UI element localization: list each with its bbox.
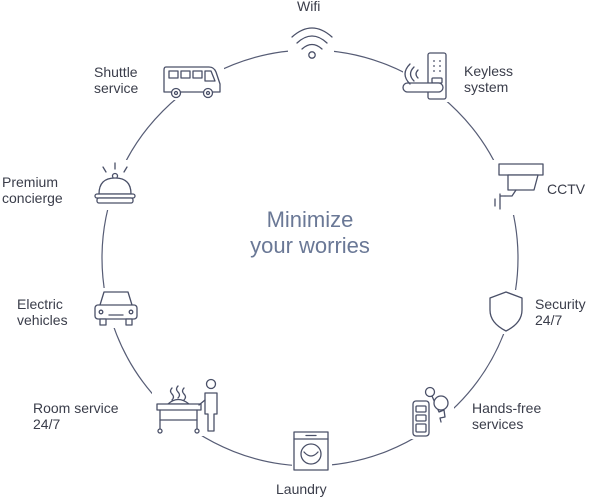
label-line1: Electric (17, 296, 63, 312)
label-line1: Security (535, 296, 586, 312)
keyless-lock-icon (402, 50, 457, 102)
label-line1: Shuttle (94, 64, 138, 80)
label-line2: system (464, 79, 509, 95)
center-title-line2: your worries (250, 233, 370, 258)
label-line1: Wifi (297, 0, 321, 14)
car-key-fob-icon (408, 385, 454, 439)
label-wifi: Wifi (297, 0, 320, 14)
center-title: Minimize your worries (200, 207, 420, 259)
concierge-bell-icon (92, 160, 138, 210)
label-line2: 24/7 (33, 416, 61, 432)
label-line1: Hands-free (472, 400, 542, 416)
wifi-icon (288, 24, 334, 62)
label-line2: 24/7 (535, 312, 563, 328)
label-line2: vehicles (17, 312, 68, 328)
label-line2: service (94, 80, 139, 96)
cctv-camera-icon (490, 160, 546, 215)
label-line1: Premium (2, 174, 59, 190)
shuttle-van-icon (160, 62, 224, 100)
label-room-service: Room service 24/7 (33, 400, 119, 432)
room-service-cart-icon (152, 378, 222, 436)
label-hands-free-services: Hands-free services (472, 400, 541, 432)
label-electric-vehicles: Electric vehicles (17, 296, 68, 328)
label-line2: services (472, 416, 524, 432)
label-security: Security 24/7 (535, 296, 586, 328)
label-line1: CCTV (547, 181, 586, 197)
electric-car-icon (90, 288, 138, 328)
washing-machine-icon (292, 430, 332, 472)
label-premium-concierge: Premium concierge (2, 174, 63, 206)
security-shield-icon (488, 290, 524, 334)
label-line2: concierge (2, 190, 63, 206)
label-line1: Keyless (464, 63, 514, 79)
center-title-line1: Minimize (266, 207, 354, 232)
label-cctv: CCTV (547, 181, 585, 197)
label-laundry: Laundry (276, 481, 327, 497)
label-keyless-system: Keyless system (464, 63, 513, 95)
label-line1: Room service (33, 400, 119, 416)
label-shuttle-service: Shuttle service (94, 64, 138, 96)
label-line1: Laundry (276, 481, 327, 497)
